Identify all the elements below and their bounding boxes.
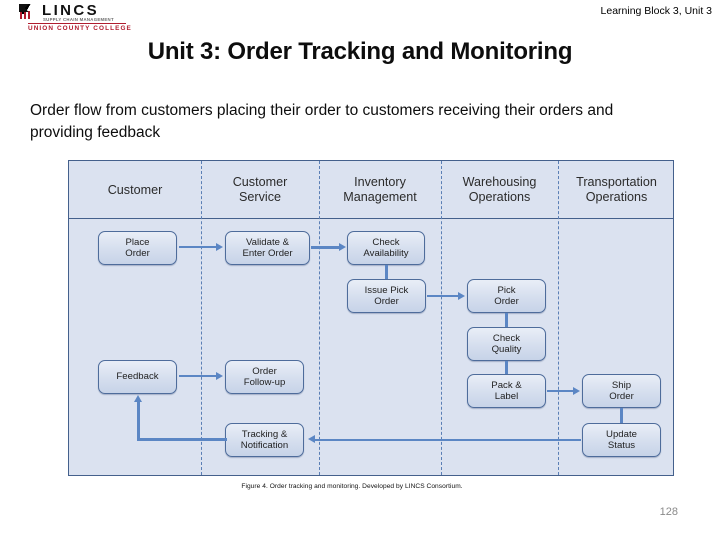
node-line1: Ship xyxy=(611,379,632,391)
node-line2: Order xyxy=(374,296,399,307)
lane-title-line2: Service xyxy=(239,190,281,204)
lane-title-inventory-management: Inventory Management xyxy=(319,161,441,219)
node-line2: Enter Order xyxy=(242,248,293,259)
lincs-logo: LINCS SUPPLY CHAIN MANAGEMENT UNION COUN… xyxy=(14,2,131,32)
node-line2: Order xyxy=(494,296,519,307)
lane-divider-2 xyxy=(319,161,320,475)
node-line1: Place xyxy=(125,236,150,248)
edge-check-quality-to-pack-label xyxy=(505,361,509,376)
arrowhead-up xyxy=(134,395,142,402)
edge-ship-order-to-update-status xyxy=(620,408,624,426)
node-line2: Notification xyxy=(240,440,289,451)
node-line1: Order xyxy=(252,365,277,377)
node-line1: Check xyxy=(372,236,400,248)
lane-divider-4 xyxy=(558,161,559,475)
node-line1: Validate & xyxy=(245,236,290,248)
logo-wordmark: LINCS xyxy=(42,2,99,19)
lane-title-line1: Inventory xyxy=(354,175,406,189)
lane-title-line1: Customer xyxy=(232,175,288,189)
swimlane-diagram: Customer Customer Service Inventory Mana… xyxy=(68,160,674,476)
node-check-quality[interactable]: Check Quality xyxy=(467,327,546,361)
node-pick-order[interactable]: Pick Order xyxy=(467,279,546,313)
node-place-order[interactable]: Place Order xyxy=(98,231,177,265)
node-line1: Pack & xyxy=(491,379,522,391)
node-update-status[interactable]: Update Status xyxy=(582,423,661,457)
edge-check-availability-to-issue-pick xyxy=(385,265,389,287)
lane-title-customer-service: Customer Service xyxy=(201,161,319,219)
node-tracking-notification[interactable]: Tracking & Notification xyxy=(225,423,304,457)
arrowhead-right xyxy=(458,291,465,300)
edge-pack-label-to-ship-order xyxy=(547,390,574,393)
node-line2: Order xyxy=(125,248,150,259)
lane-title-line1: Transportation xyxy=(576,175,657,189)
node-line1: Update xyxy=(606,428,637,440)
lincs-star-logo-icon xyxy=(14,4,40,19)
edge-pick-order-to-check-quality xyxy=(505,313,509,329)
node-pack-label[interactable]: Pack & Label xyxy=(467,374,546,408)
learning-block-label: Learning Block 3, Unit 3 xyxy=(600,5,712,17)
edge-update-status-to-tracking xyxy=(315,438,581,441)
edge-feedback-to-order-follow-up xyxy=(179,375,217,378)
lane-title-line2: Operations xyxy=(585,190,648,204)
node-line2: Quality xyxy=(491,344,522,355)
figure-caption: Figure 4. Order tracking and monitoring.… xyxy=(241,483,463,490)
node-feedback[interactable]: Feedback xyxy=(98,360,177,394)
node-ship-order[interactable]: Ship Order xyxy=(582,374,661,408)
node-line2: Order xyxy=(609,391,634,402)
edge-issue-pick-to-pick-order xyxy=(427,295,459,298)
lane-divider-3 xyxy=(441,161,442,475)
node-line2: Availability xyxy=(363,248,409,259)
node-line2: Status xyxy=(607,440,636,451)
slide-body-text: Order flow from customers placing their … xyxy=(30,102,614,141)
logo-divider xyxy=(28,23,126,24)
node-validate-enter-order[interactable]: Validate & Enter Order xyxy=(225,231,310,265)
lane-title-customer: Customer xyxy=(107,182,163,197)
edge-validate-to-check-availability xyxy=(311,245,340,249)
logo-college-name: UNION COUNTY COLLEGE xyxy=(28,25,132,32)
arrowhead-right xyxy=(216,242,223,251)
lane-header-band: Customer Customer Service Inventory Mana… xyxy=(69,161,673,219)
page-number: 128 xyxy=(659,506,678,518)
lane-divider-1 xyxy=(201,161,202,475)
slide-header: LINCS SUPPLY CHAIN MANAGEMENT UNION COUN… xyxy=(0,0,720,34)
node-line1: Tracking & xyxy=(241,428,288,440)
edge-place-order-to-validate xyxy=(179,246,217,249)
node-issue-pick-order[interactable]: Issue Pick Order xyxy=(347,279,426,313)
node-line1: Pick xyxy=(497,284,516,296)
arrowhead-right xyxy=(339,242,346,251)
node-line1: Issue Pick xyxy=(364,284,409,296)
node-line2: Label xyxy=(494,391,519,402)
arrowhead-left xyxy=(308,435,315,443)
logo-subtitle: SUPPLY CHAIN MANAGEMENT xyxy=(43,17,114,22)
edge-tracking-to-feedback-vertical xyxy=(137,402,141,441)
lane-title-transportation-operations: Transportation Operations xyxy=(558,161,675,219)
lane-title-warehousing-operations: Warehousing Operations xyxy=(441,161,558,219)
lane-title-line2: Management xyxy=(343,190,417,204)
node-check-availability[interactable]: Check Availability xyxy=(347,231,425,265)
lane-title-line2: Operations xyxy=(468,190,531,204)
node-order-follow-up[interactable]: Order Follow-up xyxy=(225,360,304,394)
node-line2: Follow-up xyxy=(243,377,286,388)
node-line1: Check xyxy=(492,332,521,344)
lane-title-line1: Warehousing xyxy=(462,175,537,189)
arrowhead-right xyxy=(573,386,580,395)
arrowhead-right xyxy=(216,371,223,380)
page-title: Unit 3: Order Tracking and Monitoring xyxy=(147,38,573,65)
edge-tracking-to-feedback-horizontal xyxy=(137,438,227,442)
